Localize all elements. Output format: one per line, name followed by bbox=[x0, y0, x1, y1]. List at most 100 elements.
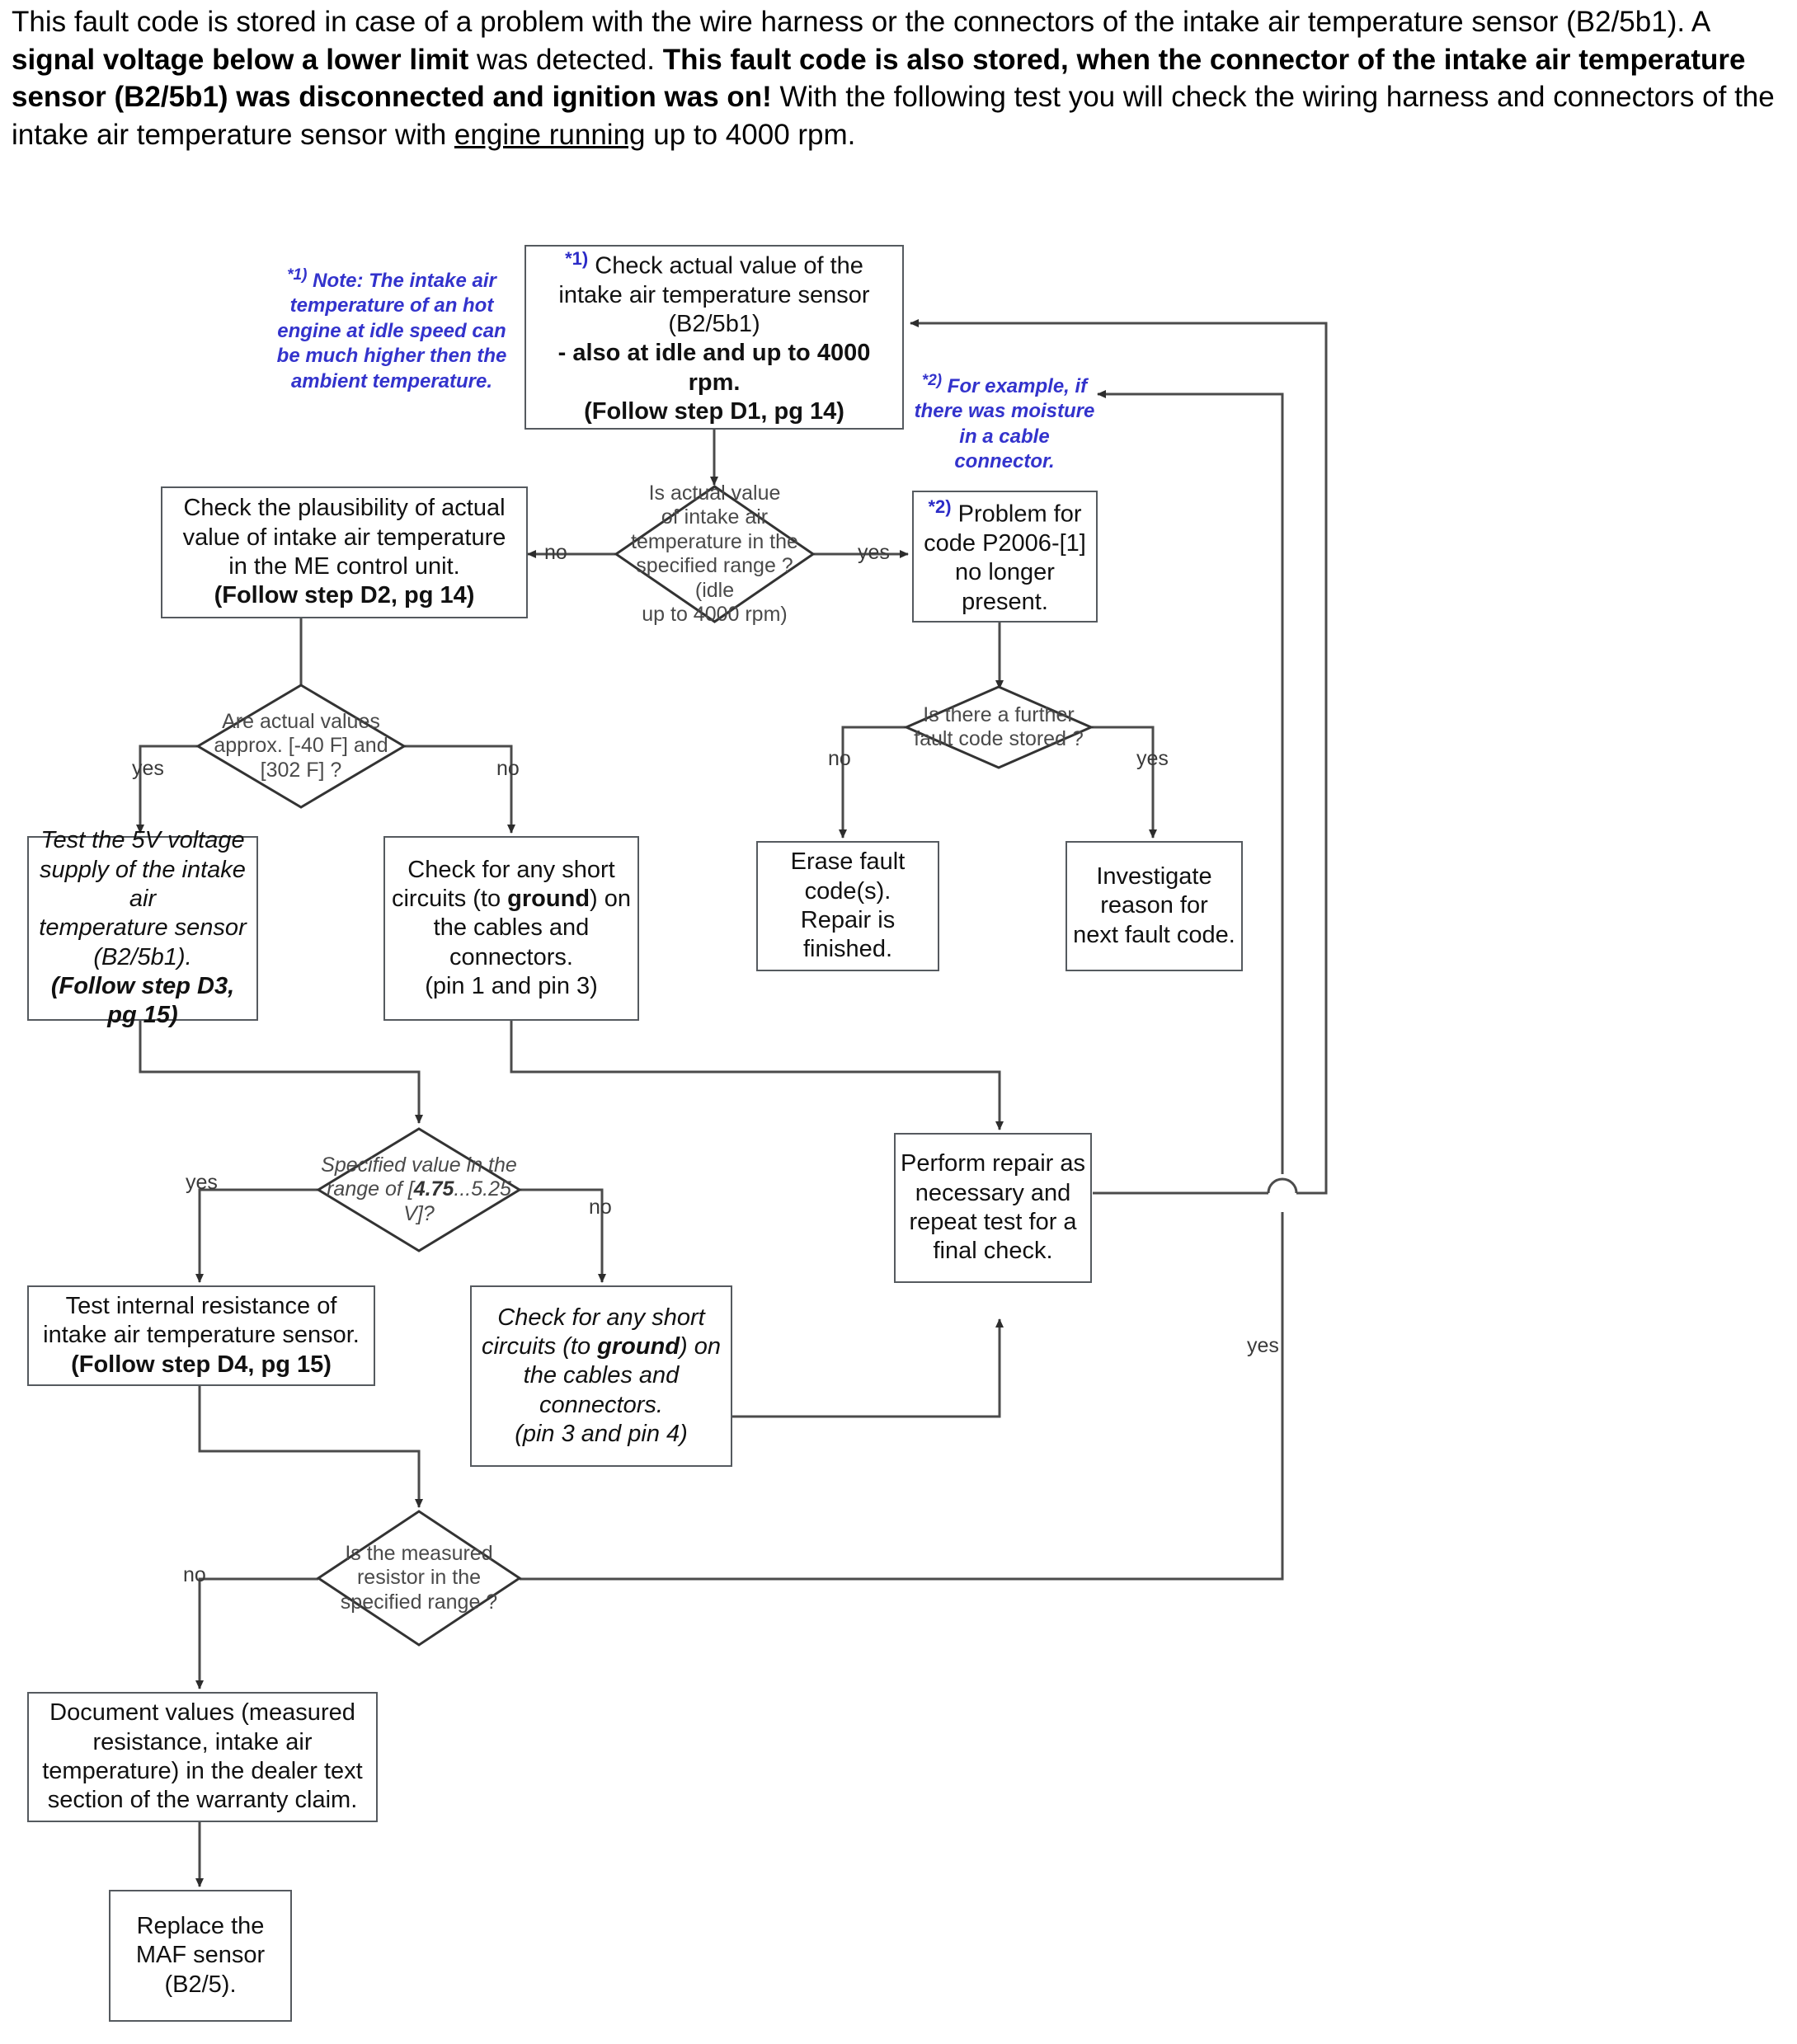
node-tir-line-0: Test internal resistance of bbox=[65, 1292, 337, 1319]
note-1-marker: *1) bbox=[287, 266, 308, 284]
node-doc-line-1: resistance, intake air bbox=[92, 1728, 313, 1755]
node-check-actual-value-line-0: Check actual value of the bbox=[595, 252, 863, 280]
node-perform-line-3: final check. bbox=[933, 1238, 1053, 1265]
edge-label-further-yes: yes bbox=[1136, 747, 1169, 770]
node-sc34-line-1: circuits (to ground) on bbox=[481, 1332, 722, 1360]
node-test-5v-supply[interactable]: Test the 5V voltage supply of the intake… bbox=[27, 827, 258, 1028]
note-2: *2) For example, if there was moisture i… bbox=[914, 371, 1095, 475]
intro-seg-5: engine running bbox=[454, 118, 646, 151]
node-perform-line-2: repeat test for a bbox=[909, 1209, 1077, 1235]
decision-ava-line-2: [302 F] ? bbox=[260, 758, 342, 782]
node-document-values[interactable]: Document values (measured resistance, in… bbox=[27, 1692, 378, 1822]
node-sc13-bold: ground bbox=[507, 885, 590, 912]
node-tir-line-1: intake air temperature sensor. bbox=[43, 1322, 360, 1349]
node-investigate-line-0: Investigate bbox=[1096, 862, 1212, 890]
node-test-5v-line-2: temperature sensor bbox=[39, 914, 247, 942]
decision-mrr-line-0: Is the measured bbox=[345, 1541, 493, 1565]
decision-mrr-line-1: resistor in the bbox=[356, 1566, 482, 1590]
decision-ffc-line-0: Is there a further bbox=[923, 702, 1075, 726]
intro-paragraph: This fault code is stored in case of a p… bbox=[12, 3, 1785, 153]
node-maf-line-1: MAF sensor bbox=[135, 1942, 266, 1969]
decision-actual-values-approx[interactable]: Are actual values approx. [-40 F] and [3… bbox=[195, 684, 407, 809]
decision-svr-line-1: range of [4.75...5.25 V]? bbox=[327, 1177, 511, 1225]
intro-seg-3: This fault code is also stored, when the… bbox=[12, 43, 1746, 114]
note-2-text: For example, if there was moisture in a … bbox=[914, 375, 1095, 473]
node-check-plausibility-line-2: in the ME control unit. bbox=[228, 553, 460, 580]
node-problem-no-longer-present[interactable]: *2) Problem for code P2006-[1] no longer… bbox=[912, 491, 1098, 623]
decision-ava-line-1: approx. [-40 F] and bbox=[214, 734, 388, 758]
edge-label-further-no: no bbox=[828, 747, 851, 770]
node-doc-line-0: Document values (measured bbox=[49, 1699, 355, 1727]
intro-seg-6: up to 4000 rpm. bbox=[645, 118, 856, 151]
node-check-actual-value-line-2: (B2/5b1) bbox=[668, 310, 760, 337]
note-1-text: Note: The intake air temperature of an h… bbox=[276, 270, 507, 392]
node-check-actual-value[interactable]: *1) Check actual value of the intake air… bbox=[525, 245, 904, 430]
node-check-plausibility-line-3: (Follow step D2, pg 14) bbox=[214, 582, 475, 609]
decision-svr-line-0: Specified value in the bbox=[321, 1153, 517, 1177]
node-doc-line-2: temperature) in the dealer text bbox=[42, 1758, 363, 1784]
node-problem-marker: *2) bbox=[928, 496, 952, 517]
node-sc13-line-4: (pin 1 and pin 3) bbox=[425, 973, 598, 1000]
node-problem-line-3: present. bbox=[962, 588, 1048, 615]
intro-seg-1: signal voltage below a lower limit bbox=[12, 43, 469, 76]
node-perform-line-0: Perform repair as bbox=[901, 1150, 1086, 1177]
edge-label-actual-value-no: no bbox=[544, 541, 567, 564]
node-investigate-reason[interactable]: Investigate reason for next fault code. bbox=[1065, 841, 1243, 971]
node-maf-line-2: (B2/5). bbox=[164, 1971, 237, 1998]
node-sc13-line-3: connectors. bbox=[449, 943, 573, 970]
decision-svr-bold: 4.75 bbox=[413, 1177, 454, 1201]
node-erase-line-3: finished. bbox=[802, 936, 892, 963]
decision-actual-value-in-range[interactable]: Is actual value of intake air temperatur… bbox=[614, 482, 816, 626]
node-tir-line-2: (Follow step D4, pg 15) bbox=[71, 1351, 332, 1378]
node-problem-line-0: Problem for bbox=[957, 500, 1082, 528]
node-test-internal-resistance[interactable]: Test internal resistance of intake air t… bbox=[27, 1285, 375, 1386]
note-1: *1) Note: The intake air temperature of … bbox=[272, 265, 511, 394]
node-erase-line-2: Repair is bbox=[800, 907, 896, 933]
node-test-5v-line-0: Test the 5V voltage bbox=[40, 827, 245, 854]
decision-avr-line-2: temperature in the bbox=[631, 529, 798, 553]
node-check-actual-value-line-4: (Follow step D1, pg 14) bbox=[584, 398, 844, 425]
intro-seg-4: With the following test you will check t… bbox=[12, 81, 1775, 151]
decision-avr-line-0: Is actual value bbox=[648, 481, 781, 505]
node-short-circuits-pin3-pin4[interactable]: Check for any short circuits (to ground)… bbox=[470, 1285, 732, 1467]
node-test-5v-line-3: (B2/5b1). bbox=[93, 943, 192, 970]
intro-seg-0: This fault code is stored in case of a p… bbox=[12, 6, 1710, 38]
node-investigate-line-1: reason for bbox=[1100, 892, 1208, 919]
node-sc34-line-4: (pin 3 and pin 4) bbox=[515, 1421, 688, 1448]
node-check-plausibility-line-0: Check the plausibility of actual bbox=[183, 495, 506, 522]
node-maf-line-0: Replace the bbox=[136, 1912, 265, 1939]
node-check-actual-value-line-1: intake air temperature sensor bbox=[558, 281, 870, 308]
node-replace-maf-sensor[interactable]: Replace the MAF sensor (B2/5). bbox=[109, 1890, 292, 2022]
node-erase-fault-codes[interactable]: Erase fault code(s). Repair is finished. bbox=[756, 841, 939, 971]
note-2-marker: *2) bbox=[921, 372, 943, 389]
edge-label-approx-no: no bbox=[496, 757, 520, 780]
edge-label-resistor-no: no bbox=[183, 1563, 206, 1586]
node-problem-line-1: code P2006-[1] bbox=[924, 529, 1086, 557]
node-check-plausibility[interactable]: Check the plausibility of actual value o… bbox=[161, 486, 528, 618]
node-sc13-line-0: Check for any short bbox=[407, 856, 615, 883]
decision-further-fault-code[interactable]: Is there a further fault code stored ? bbox=[903, 685, 1094, 769]
node-sc13-line-2: the cables and bbox=[433, 914, 590, 942]
node-problem-line-2: no longer bbox=[955, 559, 1055, 586]
node-erase-line-1: code(s). bbox=[804, 877, 891, 905]
intro-seg-2: was detected. bbox=[468, 43, 663, 76]
node-perform-line-1: necessary and bbox=[915, 1179, 1071, 1206]
node-test-5v-line-1: supply of the intake air bbox=[40, 856, 246, 912]
edge-label-actual-value-yes: yes bbox=[858, 541, 890, 564]
decision-specified-value-range[interactable]: Specified value in the range of [4.75...… bbox=[316, 1127, 522, 1252]
node-erase-line-0: Erase fault bbox=[790, 848, 906, 876]
node-doc-line-3: section of the warranty claim. bbox=[47, 1787, 358, 1814]
edge-label-resistor-yes: yes bbox=[1247, 1334, 1279, 1357]
node-check-actual-value-marker: *1) bbox=[565, 247, 589, 269]
node-test-5v-line-4: (Follow step D3, pg 15) bbox=[50, 973, 235, 1029]
node-sc34-line-2: the cables and bbox=[523, 1362, 680, 1389]
node-short-circuits-pin1-pin3[interactable]: Check for any short circuits (to ground)… bbox=[383, 836, 639, 1021]
decision-measured-resistor-range[interactable]: Is the measured resistor in the specifie… bbox=[316, 1510, 522, 1647]
decision-avr-line-1: of intake air bbox=[661, 505, 769, 529]
decision-avr-line-3: specified range ? (idle bbox=[636, 554, 793, 602]
node-perform-repair[interactable]: Perform repair as necessary and repeat t… bbox=[894, 1133, 1092, 1283]
edge-label-specified-no: no bbox=[589, 1196, 612, 1219]
decision-ffc-line-1: fault code stored ? bbox=[914, 727, 1084, 750]
node-check-actual-value-line-3: - also at idle and up to 4000 rpm. bbox=[557, 340, 871, 396]
